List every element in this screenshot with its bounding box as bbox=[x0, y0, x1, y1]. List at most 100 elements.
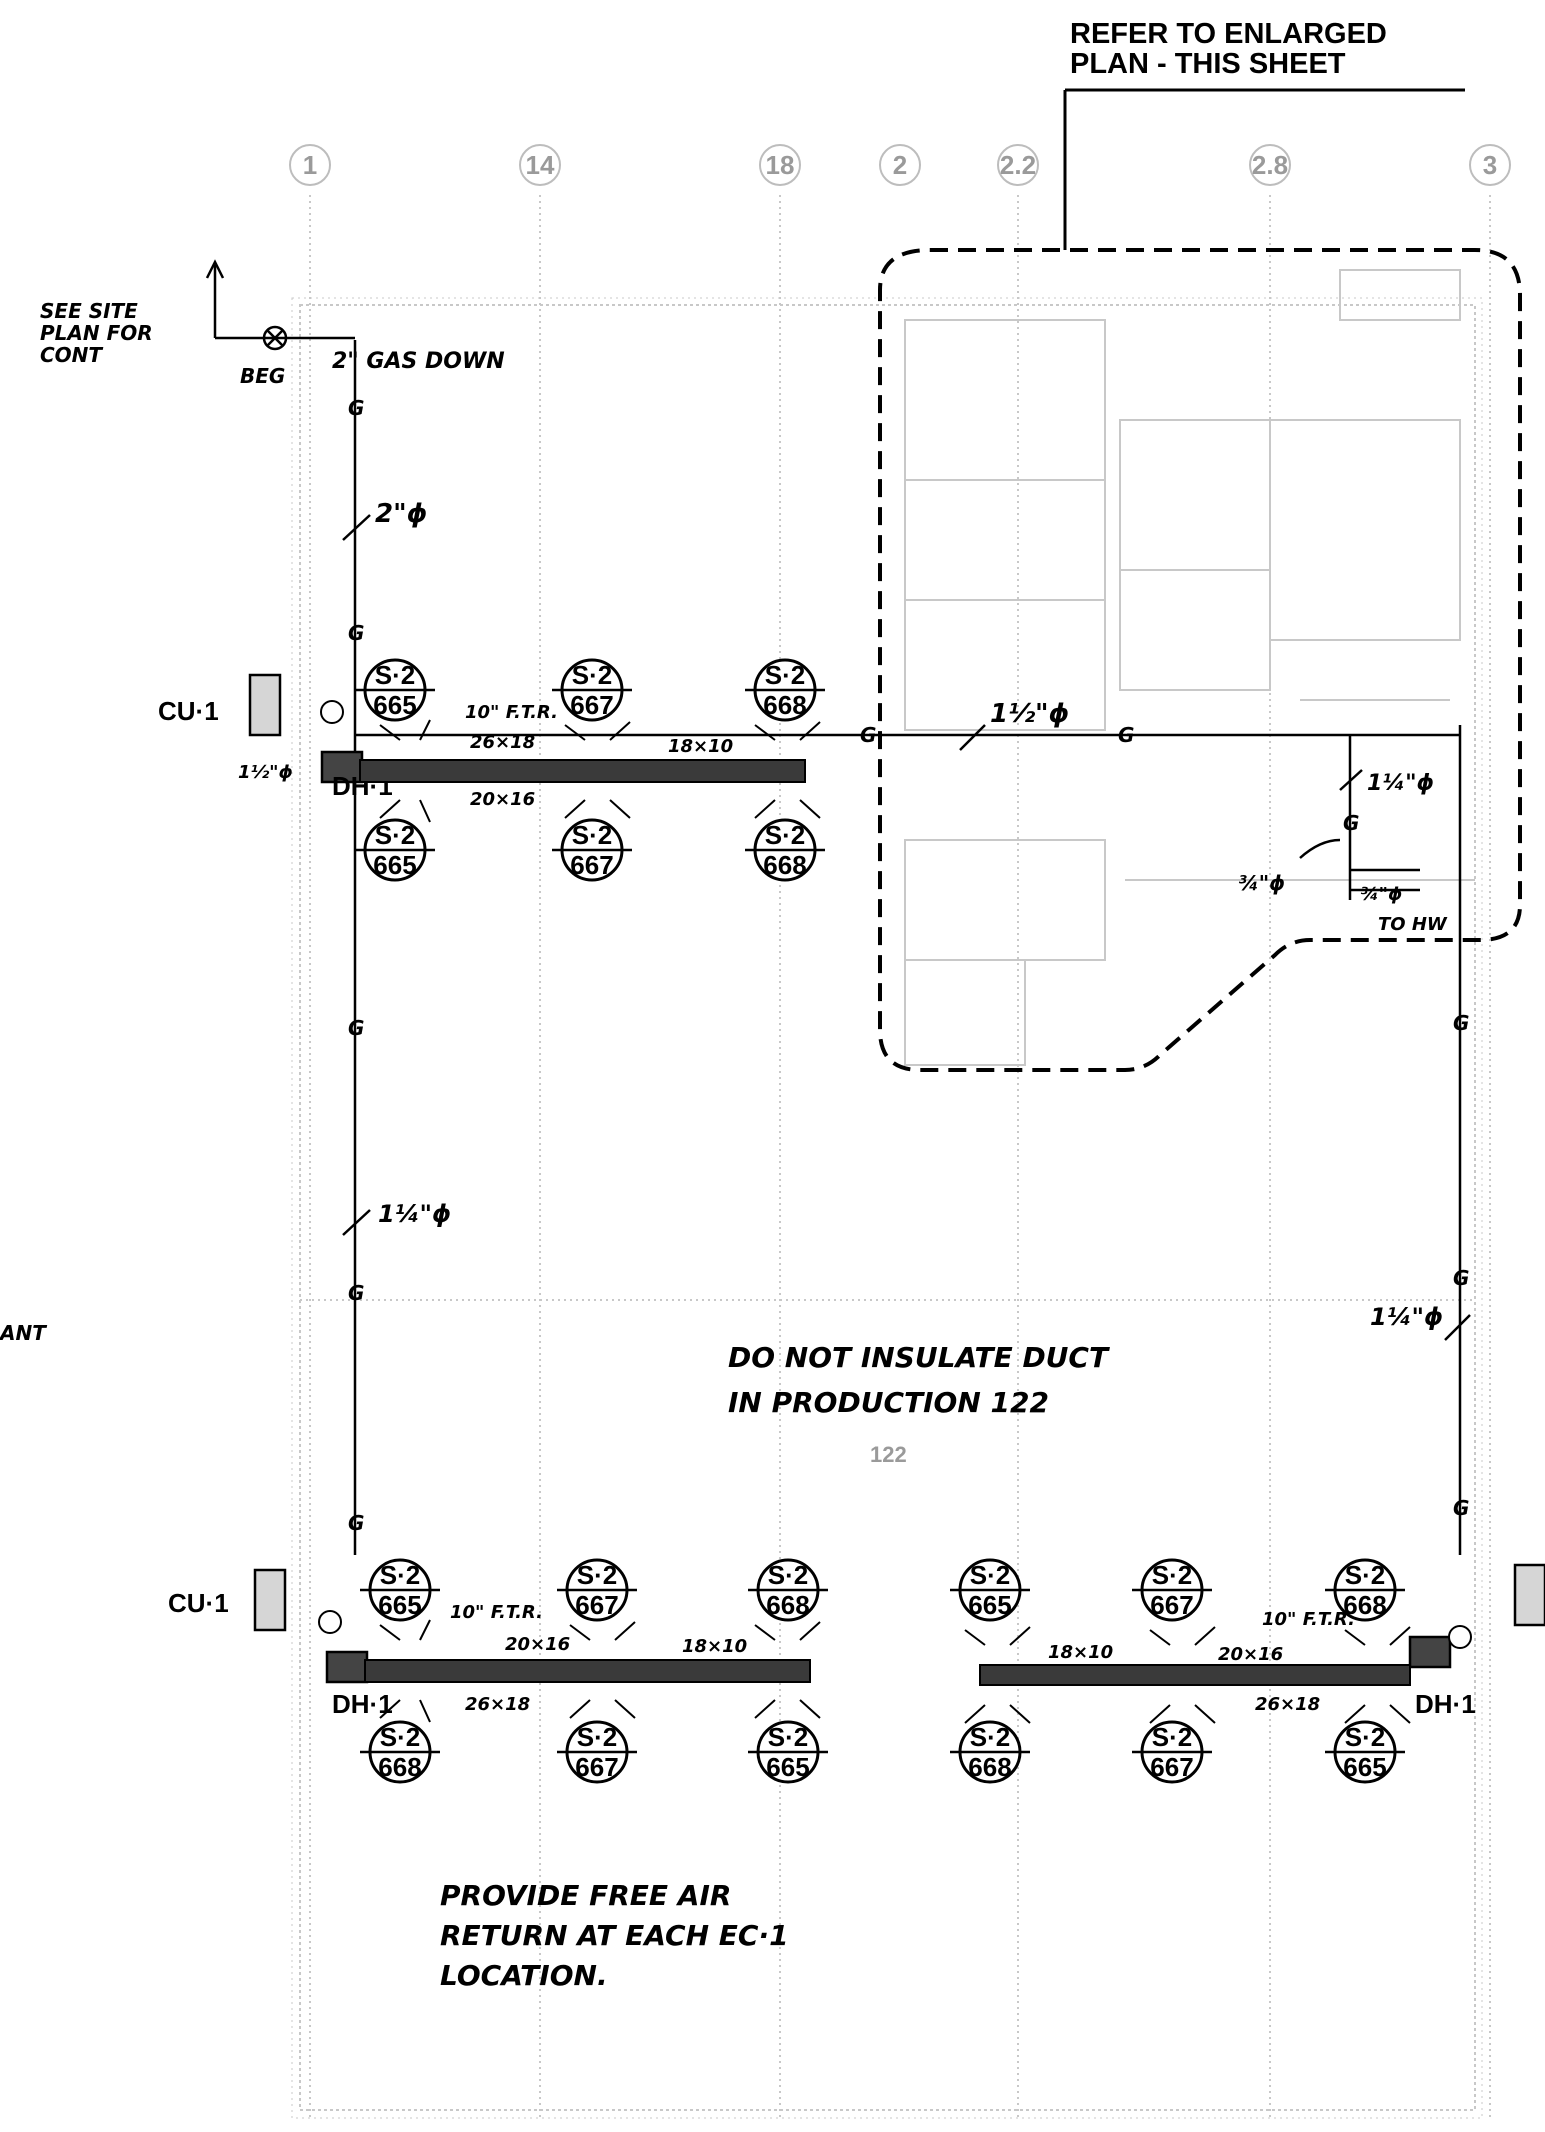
callout-line-1: REFER TO ENLARGED bbox=[1070, 18, 1387, 50]
pipe-size-3-4: ¾"ϕ bbox=[1238, 871, 1285, 895]
diffuser-detail-label: 665 bbox=[766, 1752, 809, 1782]
diffuser-section-label: S·2 bbox=[380, 1722, 420, 1752]
cu-1-label-top: CU·1 bbox=[158, 696, 219, 726]
site-plan-note-1: SEE SITE bbox=[40, 299, 138, 323]
ec-1-bottom-right bbox=[1408, 1635, 1452, 1669]
pipe-size-1-1-4-left: 1¼"ϕ bbox=[378, 1200, 451, 1228]
pipe-size-ticks bbox=[342, 514, 1471, 1341]
duct-26x18-top: 26×18 bbox=[470, 732, 535, 753]
diffuser-detail-label: 667 bbox=[575, 1590, 618, 1620]
diffuser-detail-label: 665 bbox=[1343, 1752, 1386, 1782]
dh-1-label-bottom-left: DH·1 bbox=[332, 1689, 393, 1719]
cu-1-unit-bottom-right bbox=[1513, 1563, 1545, 1627]
svg-text:G: G bbox=[348, 1511, 364, 1535]
diffuser-section-label: S·2 bbox=[765, 660, 805, 690]
thermostats bbox=[318, 700, 1472, 1649]
diffuser-section-label: S·2 bbox=[1152, 1722, 1192, 1752]
return-note-1: PROVIDE FREE AIR bbox=[440, 1879, 731, 1912]
diffuser-section-label: S·2 bbox=[577, 1560, 617, 1590]
pipe-size-2: 2"ϕ bbox=[375, 499, 427, 529]
column-grid-labels: 1 14 18 2 2.2 2.8 3 bbox=[303, 150, 1497, 180]
cu-1-label-bottom: CU·1 bbox=[168, 1588, 229, 1618]
grid-label-2: 2 bbox=[893, 150, 907, 180]
diffuser-detail-label: 667 bbox=[1150, 1752, 1193, 1782]
svg-text:G: G bbox=[348, 621, 364, 645]
diffuser-detail-label: 665 bbox=[378, 1590, 421, 1620]
diffuser-section-label: S·2 bbox=[1152, 1560, 1192, 1590]
grid-label-2-8: 2.8 bbox=[1252, 150, 1288, 180]
diffuser-section-label: S·2 bbox=[375, 660, 415, 690]
cu-1-unit-top bbox=[248, 673, 282, 737]
diffuser-section-label: S·2 bbox=[765, 820, 805, 850]
duct-18x10-br: 18×10 bbox=[1048, 1642, 1113, 1663]
ftr-note-top: 10" F.T.R. bbox=[465, 702, 558, 723]
ec-branch-size: 1½"ϕ bbox=[238, 762, 293, 783]
to-hw-label: TO HW bbox=[1378, 914, 1448, 935]
insulate-note-2: IN PRODUCTION 122 bbox=[728, 1386, 1049, 1419]
svg-text:G: G bbox=[1343, 811, 1359, 835]
diffuser-detail-label: 668 bbox=[378, 1752, 421, 1782]
svg-text:G: G bbox=[1453, 1011, 1469, 1035]
diffuser-section-label: S·2 bbox=[1345, 1722, 1385, 1752]
site-plan-note-3: CONT bbox=[40, 343, 103, 367]
pipe-size-1-1-2: 1½"ϕ bbox=[990, 699, 1069, 729]
cut-off-text: ANT bbox=[0, 1321, 47, 1345]
diffuser-detail-label: 668 bbox=[763, 850, 806, 880]
gas-notes: SEE SITE PLAN FOR CONT BEG 2" GAS DOWN 2… bbox=[40, 299, 1448, 1331]
pipe-size-1-1-4-right: 1¼"ϕ bbox=[1370, 1303, 1443, 1331]
svg-text:G: G bbox=[348, 1016, 364, 1040]
duct-notes: 10" F.T.R. 26×18 18×10 20×16 10" F.T.R. … bbox=[450, 702, 1355, 1715]
diffuser-detail-label: 668 bbox=[968, 1752, 1011, 1782]
diffuser-section-label: S·2 bbox=[768, 1560, 808, 1590]
grid-label-2-2: 2.2 bbox=[1000, 150, 1036, 180]
diffuser-detail-label: 665 bbox=[968, 1590, 1011, 1620]
ec-1-bottom-left bbox=[325, 1650, 369, 1684]
pipe-size-1-1-4-branch: 1¼"ϕ bbox=[1367, 771, 1434, 796]
ftr-note-bl: 10" F.T.R. bbox=[450, 1602, 543, 1623]
dh-1-label-bottom-right: DH·1 bbox=[1415, 1689, 1476, 1719]
duct-20x16-top: 20×16 bbox=[470, 789, 535, 810]
pipe-size-3-4-to-hw: ¾"ϕ bbox=[1360, 884, 1402, 905]
general-notes: DO NOT INSULATE DUCT IN PRODUCTION 122 1… bbox=[0, 1321, 1110, 1992]
diffuser-section-label: S·2 bbox=[375, 820, 415, 850]
diffuser-section-label: S·2 bbox=[572, 660, 612, 690]
ftr-note-br: 10" F.T.R. bbox=[1262, 1609, 1355, 1630]
room-number: 122 bbox=[870, 1442, 907, 1467]
diffuser-detail-label: 668 bbox=[766, 1590, 809, 1620]
diffuser-section-label: S·2 bbox=[970, 1722, 1010, 1752]
gas-markers: G G G G G G G G G G G bbox=[348, 396, 1469, 1535]
diffuser-section-label: S·2 bbox=[572, 820, 612, 850]
diffuser-section-label: S·2 bbox=[577, 1722, 617, 1752]
diffuser-detail-label: 667 bbox=[1150, 1590, 1193, 1620]
grid-label-3: 3 bbox=[1483, 150, 1497, 180]
duct-26x18-bl: 26×18 bbox=[465, 1694, 530, 1715]
diffuser-section-label: S·2 bbox=[970, 1560, 1010, 1590]
diffuser-detail-label: 668 bbox=[763, 690, 806, 720]
return-note-3: LOCATION. bbox=[440, 1959, 608, 1992]
grid-label-1: 1 bbox=[303, 150, 317, 180]
enlarged-plan-callout: REFER TO ENLARGED PLAN - THIS SHEET bbox=[878, 18, 1522, 1072]
svg-text:G: G bbox=[1453, 1496, 1469, 1520]
column-grid-bubbles bbox=[289, 144, 1511, 186]
site-plan-note-2: PLAN FOR bbox=[40, 321, 153, 345]
cu-1-unit-bottom-left bbox=[253, 1568, 287, 1632]
duct-18x10-bl: 18×10 bbox=[682, 1636, 747, 1657]
svg-text:G: G bbox=[860, 723, 876, 747]
diffuser-section-label: S·2 bbox=[1345, 1560, 1385, 1590]
ductwork bbox=[359, 759, 1411, 1686]
diffuser-detail-label: 667 bbox=[570, 850, 613, 880]
